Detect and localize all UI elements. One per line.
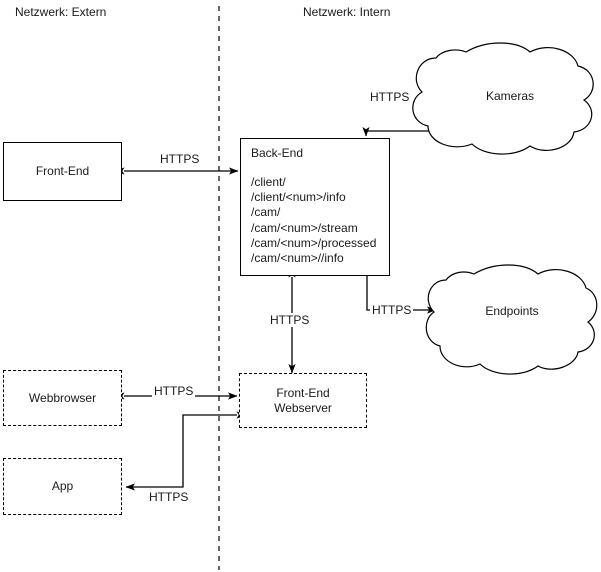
node-webbrowser[interactable]: Webbrowser	[3, 370, 122, 426]
node-backend-paths: /client/ /client/<num>/info /cam/ /cam/<…	[251, 175, 376, 266]
backend-path: /client/<num>/info	[251, 190, 346, 205]
zone-label-internal: Netzwerk: Intern	[303, 5, 391, 19]
node-frontend-webserver-label: Front-End Webserver	[274, 385, 332, 415]
backend-path: /cam/	[251, 205, 281, 220]
edge-label-webbrowser-webserver: HTTPS	[152, 384, 196, 398]
cloud-endpoints	[425, 264, 598, 375]
node-app[interactable]: App	[3, 458, 122, 515]
edge-kameras-backend	[362, 127, 432, 137]
edge-label-kameras-backend: HTTPS	[368, 90, 412, 104]
edge-label-webserver-app: HTTPS	[147, 490, 191, 504]
node-backend-title: Back-End	[251, 146, 304, 160]
backend-path: /cam/<num>/stream	[251, 220, 358, 235]
edge-label-frontend-backend: HTTPS	[158, 152, 202, 166]
cloud-kameras-label: Kameras	[485, 89, 535, 103]
node-app-label: App	[51, 479, 74, 493]
zone-label-external: Netzwerk: Extern	[15, 5, 107, 19]
edge-label-backend-webserver: HTTPS	[268, 313, 312, 327]
backend-path: /cam/<num>/processed	[251, 235, 377, 250]
backend-path: /client/	[251, 175, 286, 189]
node-webbrowser-label: Webbrowser	[28, 390, 97, 405]
node-frontend[interactable]: Front-End	[3, 142, 122, 201]
edge-webserver-app	[125, 411, 246, 491]
backend-path: /cam/<num>//info	[251, 251, 344, 266]
node-backend[interactable]: Back-End /client/ /client/<num>/info /ca…	[240, 138, 390, 276]
cloud-kameras	[412, 42, 594, 155]
edge-label-backend-endpoints: HTTPS	[370, 303, 414, 317]
node-frontend-label: Front-End	[35, 164, 90, 178]
cloud-endpoints-label: Endpoints	[485, 304, 539, 318]
node-frontend-webserver[interactable]: Front-End Webserver	[239, 373, 367, 428]
